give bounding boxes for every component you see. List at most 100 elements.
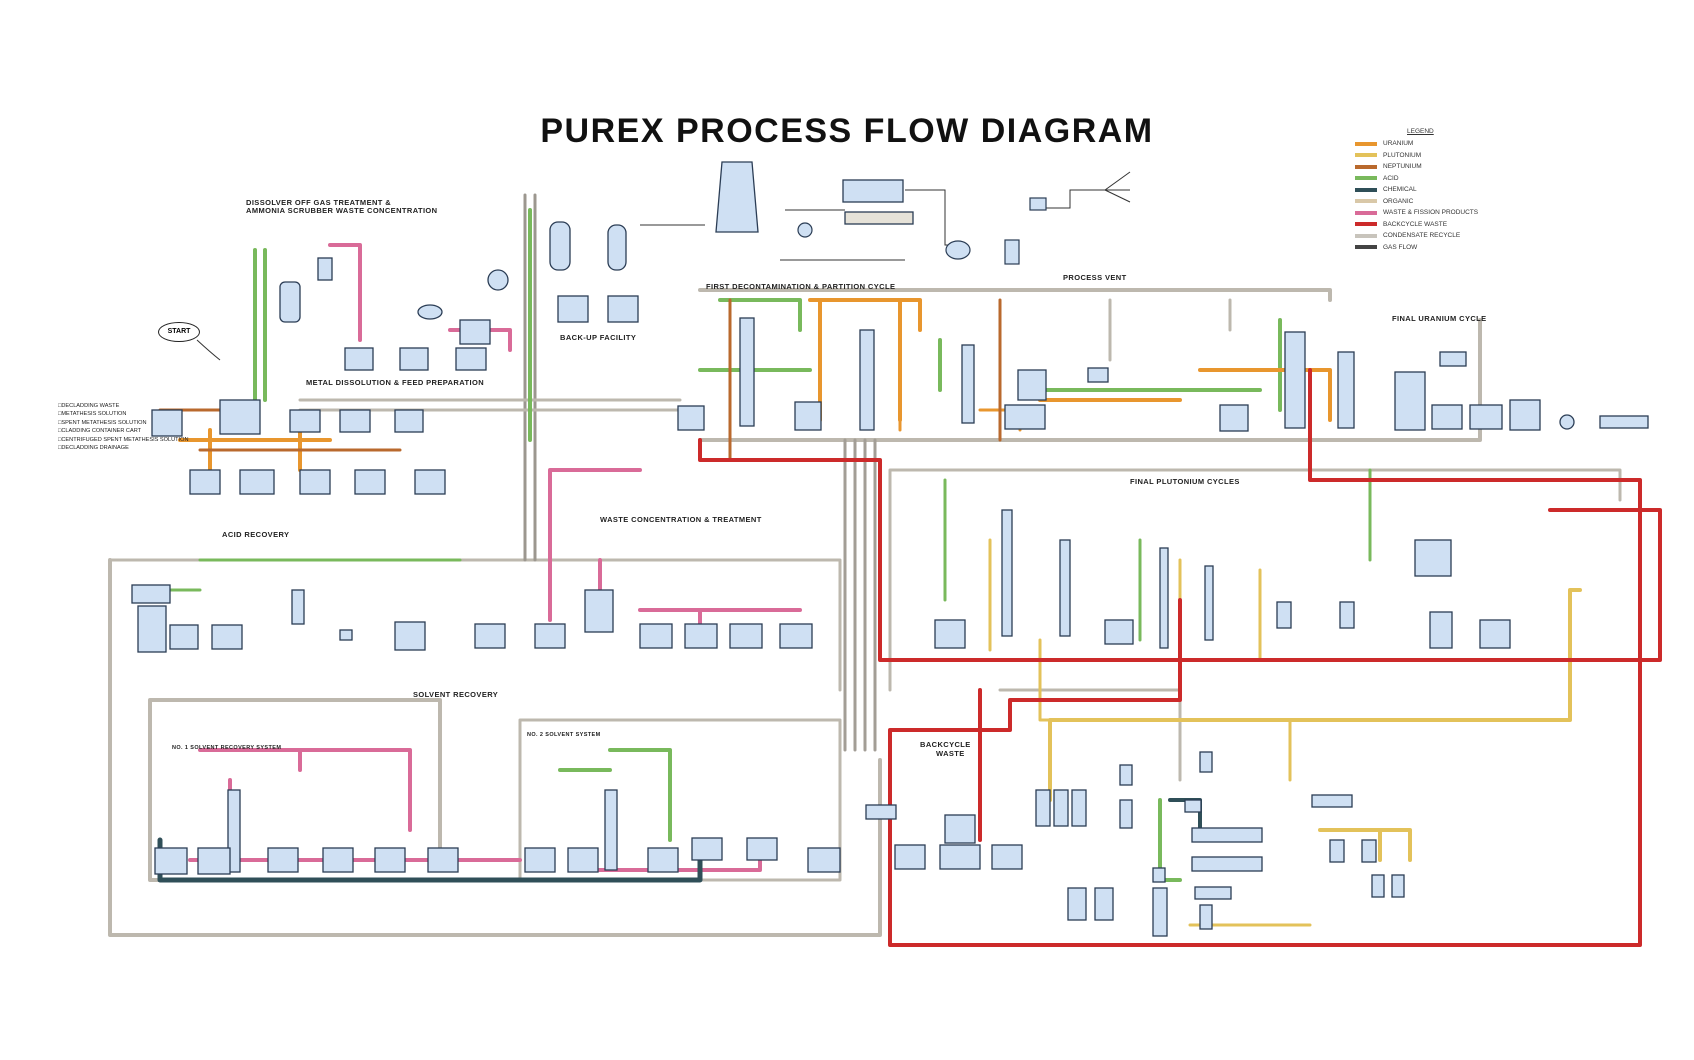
filter-bank — [843, 180, 903, 202]
silver-reactor — [1005, 240, 1019, 264]
product-can — [1330, 840, 1344, 862]
ventilation-stack — [716, 162, 758, 232]
pu-concentrator — [1340, 602, 1354, 628]
label-waste: WASTE — [936, 749, 965, 758]
pu-receiver — [1120, 800, 1132, 828]
solvent-tank — [428, 848, 458, 872]
feed-tank — [400, 348, 428, 370]
legend-items: URANIUM PLUTONIUM NEPTUNIUM ACID CHEMICALORG… — [1355, 138, 1505, 253]
label-no2-solvent: NO. 2 SOLVENT SYSTEM — [527, 732, 601, 738]
sulfator — [1195, 887, 1231, 899]
legend-item: URANIUM — [1355, 138, 1505, 150]
acid-tank — [395, 622, 425, 650]
legend-item: ORGANIC — [1355, 196, 1505, 208]
condensers — [1030, 198, 1046, 210]
metathesis-tank — [240, 470, 274, 494]
legend-swatch — [1355, 211, 1377, 215]
solvent-tank — [268, 848, 298, 872]
product-tank — [1510, 400, 1540, 430]
backcycle-tank — [992, 845, 1022, 869]
uranium-column — [1285, 332, 1305, 428]
acid-receiver — [340, 630, 352, 640]
sand-filter — [845, 212, 913, 224]
gas-flow-line — [1035, 172, 1130, 208]
waste-tank — [640, 624, 672, 648]
uranium-pipe — [900, 410, 1020, 430]
condensate-pipe — [845, 440, 875, 750]
legend-label: BACKCYCLE WASTE — [1383, 221, 1447, 228]
scrubber-column — [280, 282, 300, 322]
legend-item: CHEMICAL — [1355, 184, 1505, 196]
acid-tank — [170, 625, 198, 649]
second-stage-calciner — [1192, 857, 1262, 871]
legend-swatch — [1355, 222, 1377, 226]
solvent-tank — [692, 838, 722, 860]
condensate-pipe — [890, 470, 1620, 690]
acid-tank — [212, 625, 242, 649]
uranium-concentrator — [1395, 372, 1425, 430]
feed-tank — [678, 406, 704, 430]
backup-tank — [558, 296, 588, 322]
label-process-vent: PROCESS VENT — [1063, 273, 1127, 282]
legend-label: WASTE & FISSION PRODUCTS — [1383, 209, 1478, 216]
label-backcycle: BACKCYCLE — [920, 740, 971, 749]
hdc-column — [740, 318, 754, 426]
label-final-uranium: FINAL URANIUM CYCLE — [1392, 314, 1487, 323]
feed-tank — [340, 410, 370, 432]
feed-tank — [795, 402, 821, 430]
product-can — [1372, 875, 1384, 897]
acid-pipe — [255, 250, 265, 400]
calciner — [1185, 800, 1201, 812]
pu-feed-tank — [1105, 620, 1133, 644]
input-stream-item: DECLADDING DRAINAGE — [58, 444, 189, 452]
waste-tank — [730, 624, 762, 648]
legend-swatch — [1355, 165, 1377, 169]
waste-concentrator — [585, 590, 613, 632]
legend-item: CONDENSATE RECYCLE — [1355, 230, 1505, 242]
pu-product — [1480, 620, 1510, 648]
gas-flow-line — [197, 340, 220, 360]
legend-heading: LEGEND — [1407, 128, 1505, 135]
legend-swatch — [1355, 142, 1377, 146]
absorber — [318, 258, 332, 280]
legend-label: CONDENSATE RECYCLE — [1383, 232, 1460, 239]
pu-concentrator — [1277, 602, 1291, 628]
metathesis-tank — [355, 470, 385, 494]
feed-tank — [345, 348, 373, 370]
receiver-tank — [1005, 405, 1045, 429]
solvent-tank — [568, 848, 598, 872]
solvent-tank — [525, 848, 555, 872]
legend-swatch — [1355, 199, 1377, 203]
pu-column — [1002, 510, 1012, 636]
legend-label: PLUTONIUM — [1383, 152, 1421, 159]
legend-label: ACID — [1383, 175, 1399, 182]
first-stage-calciner — [1192, 828, 1262, 842]
legend-swatch — [1355, 176, 1377, 180]
filtrate-tank — [1153, 868, 1165, 882]
label-no1-solvent: NO. 1 SOLVENT RECOVERY SYSTEM — [172, 745, 281, 751]
metathesis-tank — [415, 470, 445, 494]
input-stream-item: SPENT METATHESIS SOLUTION — [58, 419, 189, 427]
pu-tank — [1072, 790, 1086, 826]
dissolver — [220, 400, 260, 434]
label-metal-dissolution: METAL DISSOLUTION & FEED PREPARATION — [306, 378, 484, 387]
product-tank — [1432, 405, 1462, 429]
acid-tank — [138, 606, 166, 652]
condensate-pipe — [150, 700, 460, 880]
condensate-pipe — [1110, 300, 1230, 360]
input-stream-item: CLADDING CONTAINER CART — [58, 427, 189, 435]
feed-tank — [460, 320, 490, 344]
product-receiver — [1312, 795, 1352, 807]
solvent-tank — [155, 848, 187, 874]
hcx-column — [962, 345, 974, 423]
backcycle-concentrator — [945, 815, 975, 843]
hbx-column — [860, 330, 874, 430]
pu-loadout — [1430, 612, 1452, 648]
input-stream-item: CENTRIFUGED SPENT METATHESIS SOLUTION — [58, 436, 189, 444]
legend-item: PLUTONIUM — [1355, 150, 1505, 162]
pump — [1560, 415, 1574, 429]
pu-loadout — [1415, 540, 1451, 576]
pu-receiver — [1200, 905, 1212, 929]
solvent-tank — [375, 848, 405, 872]
legend-item: NEPTUNIUM — [1355, 161, 1505, 173]
